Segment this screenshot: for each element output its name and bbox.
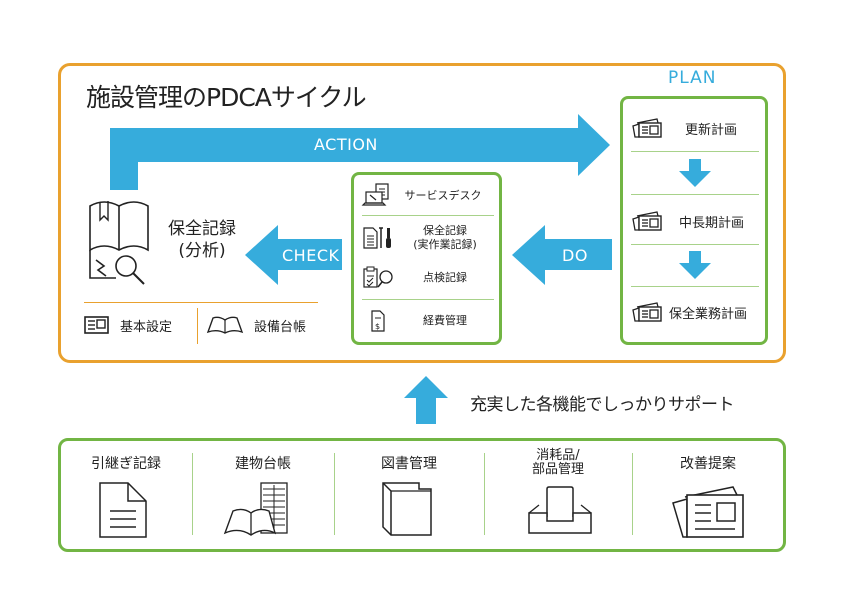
feature-library-management[interactable]: 図書管理: [335, 441, 483, 549]
plan-item-maintenance[interactable]: 保全業務計画: [631, 297, 759, 327]
book-building-icon: [223, 482, 288, 536]
check-vertical-separator: [197, 308, 198, 344]
feature-separator: [192, 453, 193, 535]
do-item-expense[interactable]: $ 経費管理: [362, 307, 494, 335]
do-item-maintenance-record[interactable]: 保全記録(実作業記録): [362, 221, 494, 255]
binder-icon: [382, 482, 432, 536]
feature-consumables-parts[interactable]: 消耗品/部品管理: [485, 441, 631, 549]
open-book-icon: [206, 316, 244, 334]
do-item-service-desk[interactable]: サービスデスク: [361, 181, 494, 211]
check-title-line1: 保全記録: [168, 219, 236, 239]
check-sub-item-basic-settings[interactable]: 基本設定: [84, 315, 172, 335]
check-separator: [84, 302, 318, 303]
action-arrow-shape: [110, 114, 610, 190]
plan-label: PLAN: [668, 68, 717, 88]
plan-separator: [631, 151, 759, 152]
svg-text:$: $: [375, 322, 380, 331]
page-title: 施設管理のPDCAサイクル: [86, 83, 367, 112]
plan-item-label: 更新計画: [685, 122, 738, 138]
feature-separator: [334, 453, 335, 535]
do-item-label-line1: 保全記録: [423, 224, 467, 237]
do-item-label: 点検記録: [423, 271, 467, 284]
checklist-search-icon: [363, 266, 393, 288]
support-arrow-shape: [404, 376, 448, 424]
page-icon: [99, 482, 147, 538]
plan-item-label: 保全業務計画: [669, 306, 748, 322]
check-sub-item-label: 設備台帳: [254, 319, 307, 335]
feature-label: 消耗品/部品管理: [485, 449, 631, 477]
plan-item-label: 中長期計画: [679, 215, 745, 231]
feature-label: 建物台帳: [235, 456, 291, 472]
plan-item-midlong[interactable]: 中長期計画: [631, 206, 759, 236]
do-item-label-line2: (実作業記録): [413, 238, 477, 251]
do-separator: [362, 215, 494, 216]
feature-label-line2: 部品管理: [531, 462, 584, 477]
feature-improvement-proposal[interactable]: 改善提案: [633, 441, 783, 549]
feature-separator: [632, 453, 633, 535]
document-tools-icon: [363, 227, 391, 249]
feature-label-line1: 消耗品/: [536, 448, 580, 463]
expense-document-icon: $: [371, 310, 385, 332]
support-text: 充実した各機能でしっかりサポート: [470, 395, 735, 415]
feature-label: 改善提案: [680, 456, 736, 472]
check-sub-item-equipment-ledger[interactable]: 設備台帳: [206, 315, 306, 335]
feature-separator: [484, 453, 485, 535]
check-title-line2: (分析): [178, 241, 226, 261]
tray-icon: [528, 486, 592, 534]
plan-separator: [631, 194, 759, 195]
do-item-label: サービスデスク: [404, 189, 482, 202]
down-arrow-icon: [679, 159, 711, 187]
newspaper-icon: [672, 486, 744, 538]
down-arrow-icon: [679, 251, 711, 279]
do-item-label: 経費管理: [423, 314, 467, 327]
plan-separator: [631, 244, 759, 245]
plan-box: 更新計画 中長期計画 保全業務計画: [620, 96, 768, 345]
laptop-document-icon: [361, 183, 389, 206]
document-stack-icon: [632, 302, 662, 322]
document-stack-icon: [632, 211, 662, 231]
plan-item-renewal[interactable]: 更新計画: [631, 113, 759, 143]
check-label: CHECK: [282, 246, 340, 265]
do-item-inspection-record[interactable]: 点検記録: [362, 263, 494, 293]
action-label: ACTION: [314, 135, 378, 154]
book-analysis-icon: [89, 201, 149, 285]
check-title: 保全記録 (分析): [168, 218, 236, 262]
plan-separator: [631, 286, 759, 287]
check-arrow-shape: [245, 225, 342, 285]
document-icon: [84, 316, 109, 334]
feature-handover-record[interactable]: 引継ぎ記録: [61, 441, 191, 549]
pdca-cycle-frame: [58, 63, 786, 363]
check-sub-item-label: 基本設定: [120, 319, 173, 335]
do-label: DO: [562, 246, 588, 265]
features-box: 引継ぎ記録 建物台帳 図書管理: [58, 438, 786, 552]
do-item-label: 保全記録(実作業記録): [396, 224, 494, 252]
feature-building-ledger[interactable]: 建物台帳: [193, 441, 333, 549]
do-box: サービスデスク 保全記録(実作業記録) 点検記録: [351, 172, 502, 345]
do-separator: [362, 299, 494, 300]
feature-label: 引継ぎ記録: [91, 456, 161, 472]
do-arrow-shape: [512, 225, 612, 285]
feature-label: 図書管理: [381, 456, 437, 472]
document-stack-icon: [632, 118, 662, 138]
